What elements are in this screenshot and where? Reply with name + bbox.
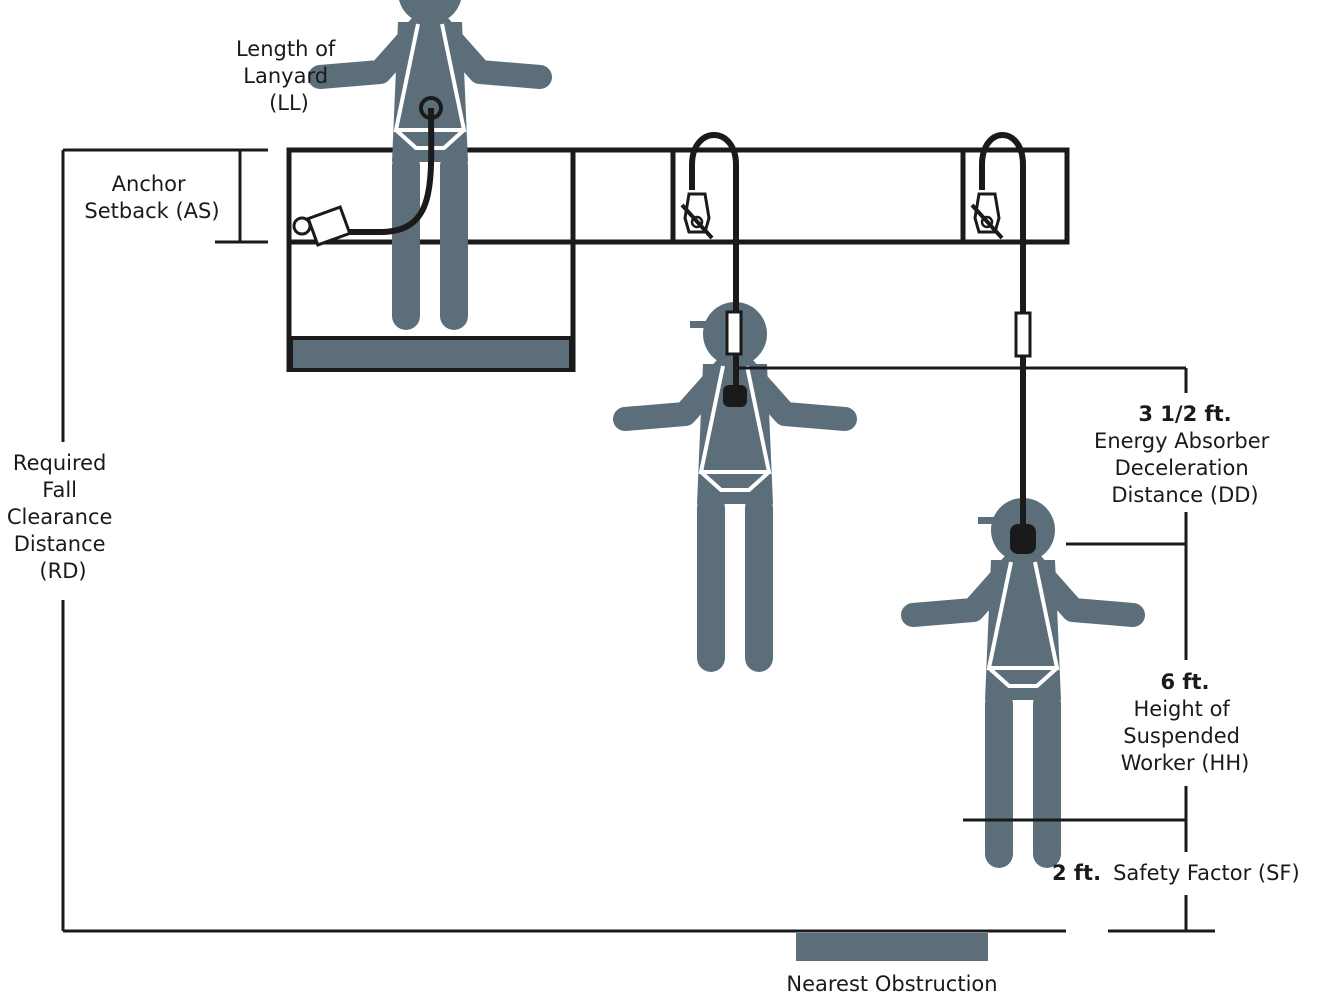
harness-d-ring [723,385,747,407]
worker-height-label: Height of Suspended Worker (HH) [1121,697,1250,775]
harness-d-ring [1010,524,1036,554]
anchor-setback-label: Anchor Setback (AS) [84,172,219,223]
worker-height-value: 6 ft. [1160,670,1209,694]
work-platform [286,147,1070,372]
energy-absorber [1014,311,1032,358]
platform-floor [289,336,573,372]
suspended-worker-figure [913,132,1133,868]
falling-worker-figure [625,132,845,672]
length-of-lanyard-label: Length of Lanyard (LL) [236,37,342,115]
lanyard [330,107,435,235]
required-fall-clearance-label: Required Fall Clearance Distance (RD) [7,451,119,583]
nearest-obstruction-block [796,933,988,961]
dimension-lines [61,148,1215,933]
nearest-obstruction-label: Nearest Obstruction [786,972,997,996]
energy-absorber [725,310,743,356]
lanyard-hook [306,205,352,247]
anchor-ring [292,216,312,236]
guard-rail [286,147,1070,245]
deceleration-distance-value: 3 1/2 ft. [1138,402,1231,426]
lanyard [689,132,739,398]
safety-factor-label: 2 ft. Safety Factor (SF) [1052,861,1300,885]
standing-worker-figure [292,0,540,330]
deceleration-distance-label: Energy Absorber Deceleration Distance (D… [1094,429,1276,507]
lanyard [979,132,1026,540]
